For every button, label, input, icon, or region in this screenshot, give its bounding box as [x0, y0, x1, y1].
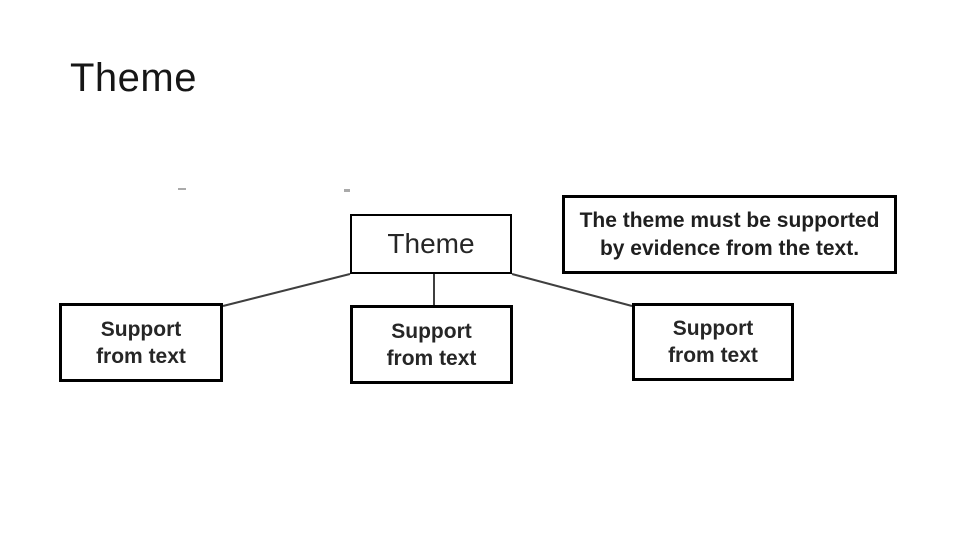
support-node-right: Support from text — [632, 303, 794, 381]
support-node-middle-line-1: Support — [391, 319, 472, 343]
support-node-middle: Support from text — [350, 305, 513, 384]
support-node-right-line-2: from text — [668, 344, 758, 367]
artifact-dash-left — [178, 188, 186, 190]
note-box: The theme must be supported by evidence … — [562, 195, 897, 274]
artifact-dash-right — [344, 189, 350, 192]
support-node-left-line-2: from text — [96, 344, 186, 368]
support-node-middle-line-2: from text — [386, 346, 477, 370]
slide-title: Theme — [70, 56, 197, 100]
note-line-2: by evidence from the text. — [599, 236, 860, 260]
support-node-left: Support from text — [59, 303, 223, 382]
support-node-left-line-1: Support — [100, 317, 182, 341]
support-node-right-line-1: Support — [672, 317, 754, 340]
connector-left — [222, 273, 351, 307]
note-line-1: The theme must be supported — [579, 208, 880, 232]
connector-right — [511, 273, 633, 307]
theme-node: Theme — [350, 214, 512, 274]
theme-node-label: Theme — [387, 228, 475, 259]
